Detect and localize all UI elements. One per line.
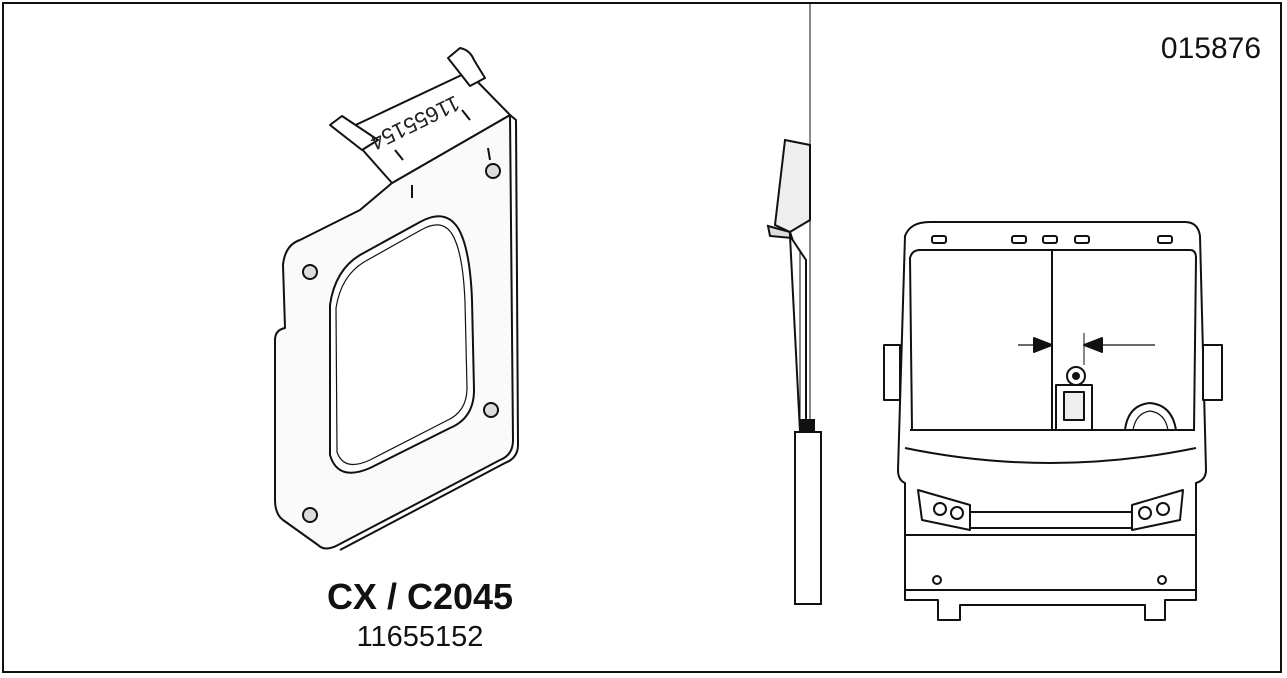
bus-front-illustration [883,221,1223,621]
bracket-part-number: 11655152 [356,621,484,653]
document-number: 015876 [1160,32,1261,65]
side-view-illustration [766,4,822,605]
bracket-model-label: CX / C2045 [326,576,514,617]
mounting-bracket-illustration [274,47,519,551]
